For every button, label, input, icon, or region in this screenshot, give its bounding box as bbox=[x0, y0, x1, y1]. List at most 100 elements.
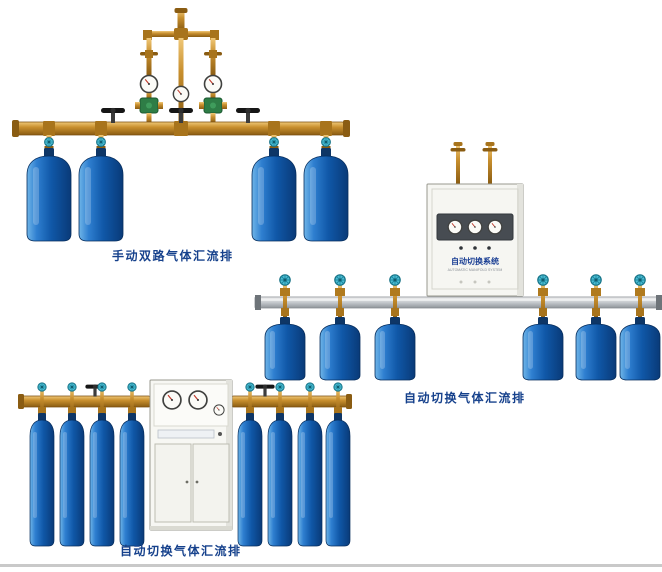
valve-body bbox=[246, 407, 254, 414]
gas-cylinder bbox=[267, 412, 293, 547]
gas-cylinder bbox=[29, 412, 55, 547]
valve-body bbox=[38, 407, 46, 414]
main-brass-pipe bbox=[12, 120, 350, 137]
riser-cap-2 bbox=[485, 142, 495, 146]
pipe-tee-2 bbox=[95, 121, 107, 136]
rail-valve bbox=[334, 274, 346, 319]
pipe-end-cap-left bbox=[12, 120, 19, 137]
handwheel-valve-right bbox=[255, 384, 275, 397]
door-handle-left bbox=[185, 480, 189, 484]
cylinder-valve-knob bbox=[269, 137, 279, 147]
gas-cylinder bbox=[619, 316, 661, 381]
cylinder-valve-knob bbox=[333, 382, 343, 392]
rail-cylinder-valves bbox=[279, 274, 646, 319]
cabinet-gauge-3 bbox=[487, 219, 503, 235]
right-elbow bbox=[210, 30, 219, 40]
pressure-regulator-right bbox=[199, 76, 227, 114]
manifold-top-assembly bbox=[140, 8, 222, 122]
control-knob bbox=[218, 432, 222, 436]
handwheel-valve-center bbox=[169, 107, 193, 123]
valve-stem bbox=[336, 388, 340, 414]
valve-body bbox=[306, 407, 314, 414]
manifold-pipe bbox=[18, 394, 352, 409]
gas-cylinder bbox=[522, 316, 564, 381]
cabinet-side-shade bbox=[517, 184, 523, 296]
valve-stem bbox=[308, 388, 312, 414]
riser-pipe-2 bbox=[488, 144, 492, 184]
pipe-end-cap-right bbox=[343, 120, 350, 137]
pipe-tee-3 bbox=[268, 121, 280, 136]
caption-auto-switch-cabinet: 自动切换气体汇流排 bbox=[404, 391, 526, 405]
valve-body-upper bbox=[280, 288, 290, 296]
valve-stem bbox=[100, 388, 104, 414]
gas-cylinder bbox=[26, 147, 72, 242]
caption-auto-switch-floor: 自动切换气体汇流排 bbox=[120, 544, 242, 558]
gas-cylinder bbox=[251, 147, 297, 242]
gas-cylinder bbox=[303, 147, 349, 242]
valve-body bbox=[334, 407, 342, 414]
valve-body bbox=[276, 407, 284, 414]
right-regulator-stem bbox=[210, 113, 216, 123]
cylinder-valve-knob bbox=[634, 274, 646, 286]
center-riser-pipe bbox=[178, 38, 184, 122]
valve-stem bbox=[278, 388, 282, 414]
cabinet-inner-frame bbox=[431, 188, 519, 290]
cylinder-valve-knob bbox=[389, 274, 401, 286]
rail-valve bbox=[634, 274, 646, 319]
valve-stem bbox=[283, 283, 287, 319]
rail-end-cap-right bbox=[656, 295, 662, 310]
valve-body bbox=[68, 407, 76, 414]
rail-highlight bbox=[257, 299, 660, 301]
left-branch-valve-body bbox=[145, 50, 153, 58]
vent-dot bbox=[473, 280, 477, 284]
valve-stem bbox=[248, 388, 252, 414]
pipe-tee-center bbox=[174, 121, 188, 136]
cylinder-valve bbox=[127, 382, 137, 414]
valve-body-upper bbox=[538, 288, 548, 296]
gas-cylinder bbox=[575, 316, 617, 381]
indicator-dot-3 bbox=[487, 246, 491, 250]
gas-cylinder bbox=[325, 412, 351, 547]
floor-cabinet bbox=[149, 379, 233, 531]
cylinder-valve-knob bbox=[96, 137, 106, 147]
control-strip bbox=[157, 429, 215, 439]
gas-cylinder bbox=[297, 412, 323, 547]
rail-end-cap-left bbox=[255, 295, 261, 310]
riser-cap-1 bbox=[453, 142, 463, 146]
caption-manual-dual-manifold: 手动双路气体汇流排 bbox=[112, 249, 234, 263]
pipe-end-cap-right bbox=[346, 394, 352, 409]
cross-fitting bbox=[174, 28, 188, 40]
left-regulator-stem bbox=[146, 113, 152, 123]
manual-dual-manifold-photo bbox=[12, 8, 350, 242]
right-branch-valve-body bbox=[209, 50, 217, 58]
riser-valve-handle-2 bbox=[482, 148, 498, 152]
auto-switch-cabinet-photo: 自动切换系统 AUTOMATIC MANIFOLD SYSTEM bbox=[254, 142, 662, 381]
valve-stem bbox=[638, 283, 642, 319]
gas-cylinder bbox=[89, 412, 115, 547]
bottom-divider bbox=[0, 564, 662, 567]
cylinder-valve-knob bbox=[305, 382, 315, 392]
cabinet-label: 自动切换系统 bbox=[451, 256, 499, 266]
riser-pipe-1 bbox=[456, 144, 460, 184]
cylinder-valve bbox=[275, 382, 285, 414]
handwheel-valve-right bbox=[236, 107, 260, 123]
valve-body bbox=[128, 407, 136, 414]
valve-body-lower bbox=[281, 308, 289, 316]
cabinet-gauge-3 bbox=[213, 404, 225, 416]
cabinet-sublabel: AUTOMATIC MANIFOLD SYSTEM bbox=[448, 268, 503, 272]
valve-body-upper bbox=[335, 288, 345, 296]
door-handle-right bbox=[195, 480, 199, 484]
valve-stem bbox=[393, 283, 397, 319]
cylinder-valve-knob bbox=[590, 274, 602, 286]
cabinet-gauge-1 bbox=[162, 390, 182, 410]
rail-body bbox=[254, 296, 662, 309]
cylinder-valve bbox=[67, 382, 77, 414]
rail-valve bbox=[389, 274, 401, 319]
cabinet-gauge-1 bbox=[447, 219, 463, 235]
valve-body-lower bbox=[391, 308, 399, 316]
valve-body bbox=[98, 407, 106, 414]
valve-body-upper bbox=[591, 288, 601, 296]
pipe-end-cap-left bbox=[18, 394, 24, 409]
left-elbow bbox=[143, 30, 152, 40]
